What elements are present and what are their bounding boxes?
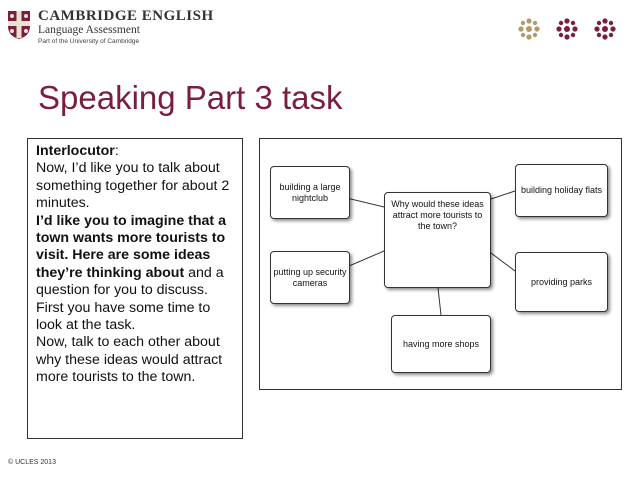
diagram-node-parks: providing parks <box>515 252 608 312</box>
brand-block: CAMBRIDGE ENGLISH Language Assessment Pa… <box>38 8 214 46</box>
diagram-node-security-cameras: putting up security cameras <box>270 251 350 304</box>
copyright-text: © UCLES 2013 <box>8 459 56 466</box>
script-task-bold: I’d like you to imagine that a town want… <box>36 212 226 281</box>
brand-title: CAMBRIDGE ENGLISH <box>38 8 214 24</box>
interlocutor-script: Interlocutor: Now, I’d like you to talk … <box>27 138 243 439</box>
brand-subtitle: Language Assessment <box>38 24 140 36</box>
brand-part: Part of the University of Cambridge <box>38 38 140 45</box>
script-instructions: and a question for you to discuss. First… <box>36 264 224 386</box>
diagram-node-holiday-flats: building holiday flats <box>515 164 608 217</box>
role-colon: : <box>114 143 119 159</box>
cambridge-crest-logo <box>8 11 30 39</box>
diagram-node-shops: having more shops <box>391 315 491 373</box>
task-diagram: building a large nightclub Why would the… <box>259 138 622 390</box>
diagram-center-question: Why would these ideas attract more touri… <box>384 192 491 288</box>
role-label: Interlocutor <box>36 143 115 159</box>
page-title: Speaking Part 3 task <box>38 79 343 116</box>
script-intro: Now, I’d like you to talk about somethin… <box>36 160 230 212</box>
diagram-node-nightclub: building a large nightclub <box>270 166 350 219</box>
decorative-knot-icon <box>518 18 616 40</box>
